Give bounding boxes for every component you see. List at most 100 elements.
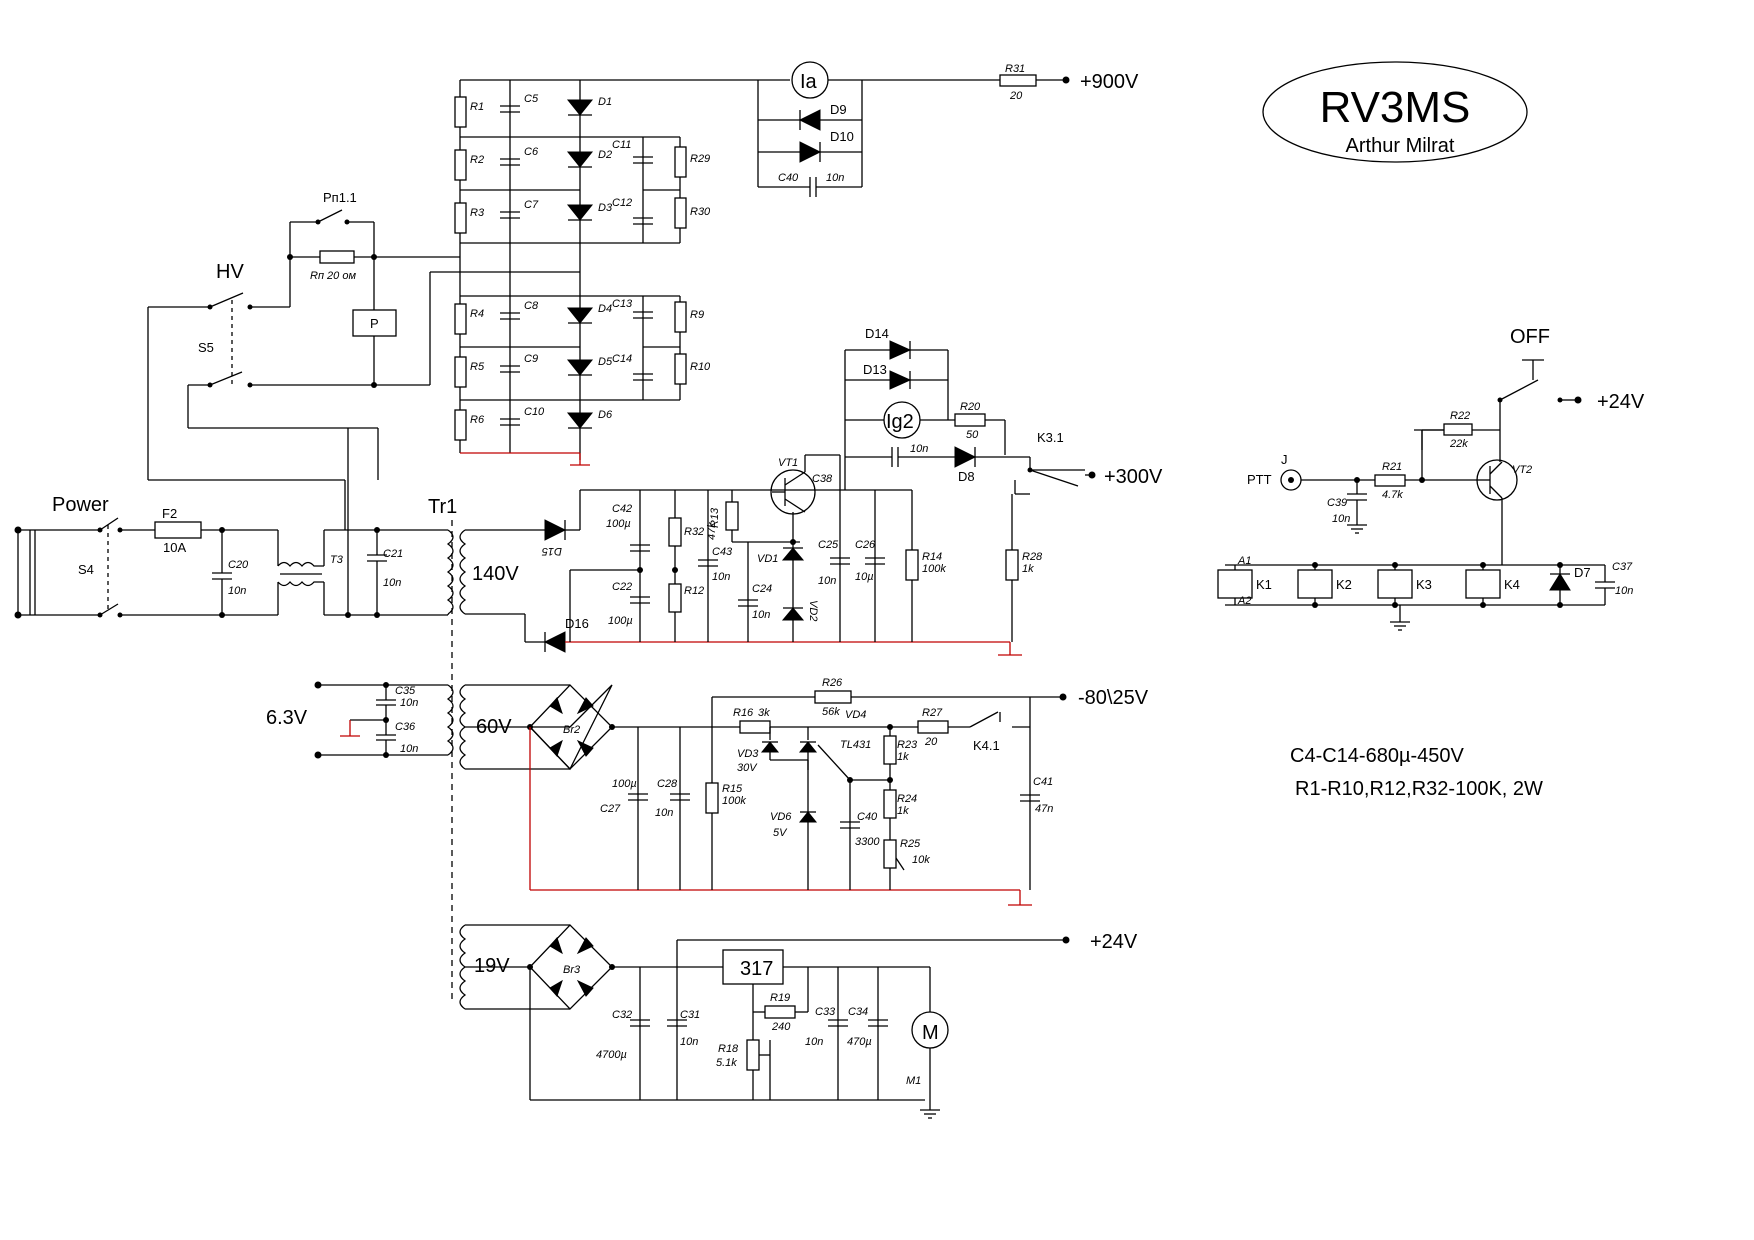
rail-hv: +900V xyxy=(1080,71,1139,93)
label-tl431: TL431 xyxy=(840,739,871,751)
label-c25: C25 xyxy=(818,539,839,551)
label-r22-value: 22k xyxy=(1449,438,1468,450)
label-vd1: VD1 xyxy=(757,553,778,565)
label-r13: R13 xyxy=(709,507,721,528)
label-d1: D1 xyxy=(598,96,612,108)
label-r32: R32 xyxy=(684,526,704,538)
label-c32: C32 xyxy=(612,1009,632,1021)
label-d10: D10 xyxy=(830,129,854,144)
label-r15: R15 xyxy=(722,783,743,795)
label-r24: R24 xyxy=(897,793,917,805)
label-d8: D8 xyxy=(958,469,975,484)
label-off: OFF xyxy=(1510,326,1550,348)
label-r19-value: 240 xyxy=(771,1021,791,1033)
rail-low: +24V xyxy=(1090,931,1138,953)
label-c28: C28 xyxy=(657,778,678,790)
label-r14-value: 100k xyxy=(922,563,946,575)
label-c26: C26 xyxy=(855,539,876,551)
label-c27: C27 xyxy=(600,803,621,815)
label-r26-value: 56k xyxy=(822,706,840,718)
label-r19: R19 xyxy=(770,992,790,1004)
label-c24-value: 10n xyxy=(752,609,770,621)
label-c28-value: 10n xyxy=(655,807,673,819)
screen-supply: D15 D16 C42 100µ C22 100µ R32 R12 C43 10… xyxy=(524,326,1163,656)
label-r31-value: 20 xyxy=(1009,90,1023,102)
label-vd3: VD3 xyxy=(737,748,759,760)
label-r22: R22 xyxy=(1450,410,1470,422)
label-c31: C31 xyxy=(680,1009,700,1021)
label-c21-value: 10n xyxy=(383,577,401,589)
label-d9: D9 xyxy=(830,102,847,117)
label-c40a: C40 xyxy=(778,172,799,184)
label-regulator: 317 xyxy=(740,958,773,980)
label-t3: T3 xyxy=(330,554,344,566)
label-s5: S5 xyxy=(198,340,214,355)
label-k31: K3.1 xyxy=(1037,430,1064,445)
label-d14: D14 xyxy=(865,326,889,341)
label-d13: D13 xyxy=(863,362,887,377)
label-a1: A1 xyxy=(1237,555,1251,567)
label-r21-value: 4.7k xyxy=(1382,489,1403,501)
label-c32-value: 4700µ xyxy=(596,1049,627,1061)
label-c20-value: 10n xyxy=(228,585,246,597)
label-hv: HV xyxy=(216,261,244,283)
label-c24: C24 xyxy=(752,583,772,595)
label-c7: C7 xyxy=(524,199,539,211)
label-c20: C20 xyxy=(228,559,249,571)
title-callsign: RV3MS xyxy=(1320,83,1471,132)
label-c34: C34 xyxy=(848,1006,868,1018)
label-power: Power xyxy=(52,494,109,516)
label-d15: D15 xyxy=(541,545,562,557)
label-r15-value: 100k xyxy=(722,795,746,807)
resistor-rp xyxy=(319,250,355,264)
label-r18-value: 5.1k xyxy=(716,1057,737,1069)
label-r4: R4 xyxy=(470,308,484,320)
label-r28: R28 xyxy=(1022,551,1043,563)
label-c40b-value: 3300 xyxy=(855,836,880,848)
label-r28-value: 1k xyxy=(1022,563,1034,575)
label-motor: M xyxy=(922,1022,939,1044)
label-c10: C10 xyxy=(524,406,545,418)
label-d16: D16 xyxy=(565,616,589,631)
label-r23: R23 xyxy=(897,739,918,751)
label-c38: C38 xyxy=(812,473,833,485)
label-r27: R27 xyxy=(922,707,943,719)
label-d2: D2 xyxy=(598,149,612,161)
label-c37: C37 xyxy=(1612,561,1633,573)
bias-supply: Br2 100µ C27 C28 10n R15 100k R16 3k R26… xyxy=(465,677,1149,906)
rail-bias: -80\25V xyxy=(1078,687,1149,709)
label-c41: C41 xyxy=(1033,776,1053,788)
label-tr1: Tr1 xyxy=(428,496,457,518)
label-r12: R12 xyxy=(684,585,704,597)
label-w63: 6.3V xyxy=(266,707,308,729)
label-vt2: VT2 xyxy=(1512,464,1532,476)
label-r20: R20 xyxy=(960,401,981,413)
label-r2: R2 xyxy=(470,154,484,166)
label-c38-value: 10n xyxy=(910,443,928,455)
label-k2: K2 xyxy=(1336,577,1352,592)
label-c41-value: 47n xyxy=(1035,803,1053,815)
label-c27-value: 100µ xyxy=(612,778,637,790)
note-capacitors: C4-C14-680µ-450V xyxy=(1290,745,1464,767)
label-c42-value: 100µ xyxy=(606,518,631,530)
label-c36: C36 xyxy=(395,721,416,733)
label-w19: 19V xyxy=(474,955,510,977)
label-c34-value: 470µ xyxy=(847,1036,872,1048)
note-resistors: R1-R10,R12,R32-100K, 2W xyxy=(1295,778,1543,800)
label-c13: C13 xyxy=(612,298,633,310)
label-r14: R14 xyxy=(922,551,942,563)
hv-switch-section: HV S5 Рп1.1 Rп 20 ом P xyxy=(147,190,580,530)
label-d3: D3 xyxy=(598,202,613,214)
label-c43: C43 xyxy=(712,546,733,558)
label-r23-value: 1k xyxy=(897,751,909,763)
low-voltage-supply: Br3 +24V C32 4700µ C31 10n 317 R19 240 R… xyxy=(465,924,1138,1119)
label-c43-value: 10n xyxy=(712,571,730,583)
rail-screen: +300V xyxy=(1104,466,1163,488)
label-c42: C42 xyxy=(612,503,632,515)
label-k1: K1 xyxy=(1256,577,1272,592)
label-c14: C14 xyxy=(612,353,632,365)
label-r5: R5 xyxy=(470,361,485,373)
label-vd4: VD4 xyxy=(845,709,866,721)
hv-multiplier: R1 R2 R3 R4 R5 R6 C5 C6 C7 C8 C9 C10 xyxy=(454,61,1139,466)
